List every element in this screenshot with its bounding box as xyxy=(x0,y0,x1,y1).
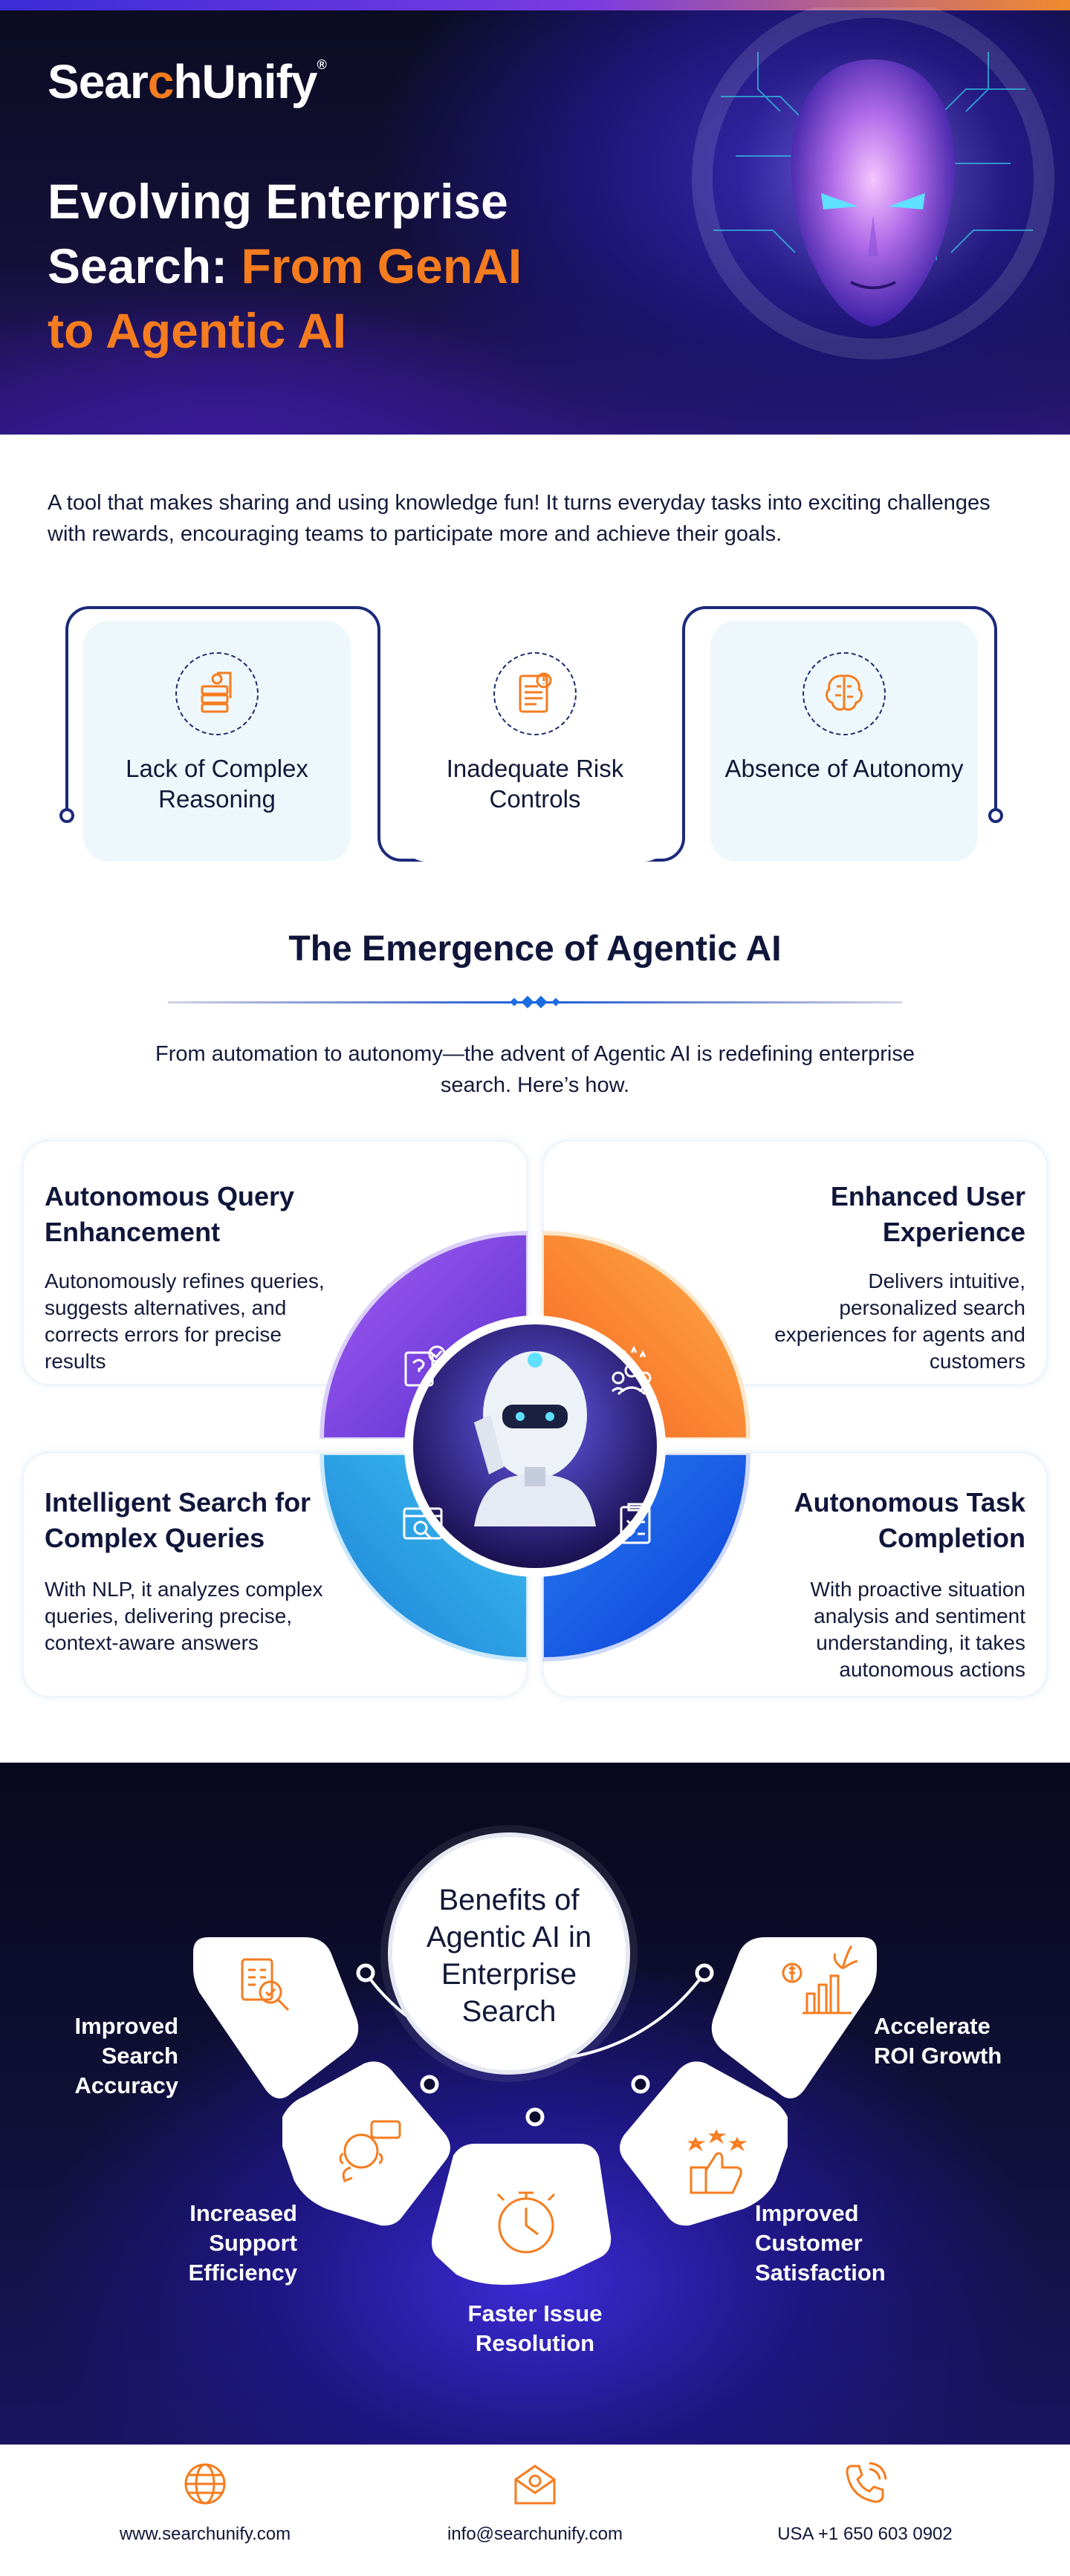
searchunify-logo[interactable]: SearchUnify® xyxy=(48,55,327,108)
card-text: Delivers intuitive, personalized search … xyxy=(774,1269,1025,1373)
section-subtitle-emergence: From automation to autonomy—the advent o… xyxy=(155,1042,915,1097)
logo-registered: ® xyxy=(317,57,326,72)
intro-text: A tool that makes sharing and using know… xyxy=(48,491,990,546)
document-stack-icon xyxy=(175,652,259,735)
challenge-label: Inadequate Risk Controls xyxy=(446,755,624,813)
benefit-label-customer-satisfaction: Improved Customer Satisfaction xyxy=(755,2200,886,2286)
benefit-label-roi-growth: Accelerate ROI Growth xyxy=(874,2013,1002,2069)
agentic-ai-quadrant-graphic xyxy=(320,1231,750,1662)
benefits-title: Benefits of Agentic AI in Enterprise Sea… xyxy=(426,1884,592,2028)
logo-text: Sear xyxy=(48,55,149,108)
logo-c: c xyxy=(147,55,175,108)
section-title-emergence: The Emergence of Agentic AI xyxy=(288,929,782,969)
gradient-top-bar xyxy=(0,0,1070,10)
challenge-card-autonomy: Absence of Autonomy xyxy=(710,621,978,862)
benefit-label-support-efficiency: Increased Support Efficiency xyxy=(188,2200,297,2286)
title-divider xyxy=(168,995,902,1009)
challenge-label: Lack of Complex Reasoning xyxy=(126,755,308,813)
challenge-card-reasoning: Lack of Complex Reasoning xyxy=(83,621,351,862)
card-heading: Autonomous Task Completion xyxy=(794,1487,1025,1553)
benefit-label-search-accuracy: Improved Search Accuracy xyxy=(74,2013,178,2098)
hero-title-line3: to Agentic AI xyxy=(48,303,347,358)
hero-title-highlight: From GenAI xyxy=(241,238,522,293)
ai-face-illustration xyxy=(692,7,1054,360)
website-link[interactable]: www.searchunify.com xyxy=(119,2524,291,2544)
logo-text-2: hUnify xyxy=(173,55,317,108)
email-icon xyxy=(514,2465,556,2505)
card-heading: Autonomous Query Enhancement xyxy=(45,1181,295,1247)
robot-illustration xyxy=(474,1351,596,1526)
risk-document-icon xyxy=(493,652,577,735)
email-link[interactable]: info@searchunify.com xyxy=(447,2524,623,2544)
brain-circuit-icon xyxy=(802,652,886,735)
hero-title-line2: Search: xyxy=(48,238,241,293)
card-text: With NLP, it analyzes complex queries, d… xyxy=(45,1578,323,1654)
benefits-center-circle: Benefits of Agentic AI in Enterprise Sea… xyxy=(388,1832,630,2075)
globe-icon xyxy=(184,2463,226,2505)
card-text: With proactive situation analysis and se… xyxy=(810,1578,1025,1681)
hero-banner: SearchUnify® Evolving Enterprise Search:… xyxy=(0,0,1070,435)
challenge-card-risk: Inadequate Risk Controls xyxy=(401,621,669,862)
hero-title: Evolving Enterprise Search: From GenAI t… xyxy=(48,169,583,363)
card-heading: Intelligent Search for Complex Queries xyxy=(45,1487,311,1553)
hero-title-line1: Evolving Enterprise xyxy=(48,174,508,229)
card-text: Autonomously refines queries, suggests a… xyxy=(45,1269,325,1373)
card-heading: Enhanced User Experience xyxy=(830,1181,1025,1247)
phone-icon xyxy=(846,2462,887,2503)
phone-number[interactable]: USA +1 650 603 0902 xyxy=(777,2524,953,2544)
challenge-label: Absence of Autonomy xyxy=(724,755,964,782)
benefit-label-issue-resolution: Faster Issue Resolution xyxy=(467,2300,603,2356)
